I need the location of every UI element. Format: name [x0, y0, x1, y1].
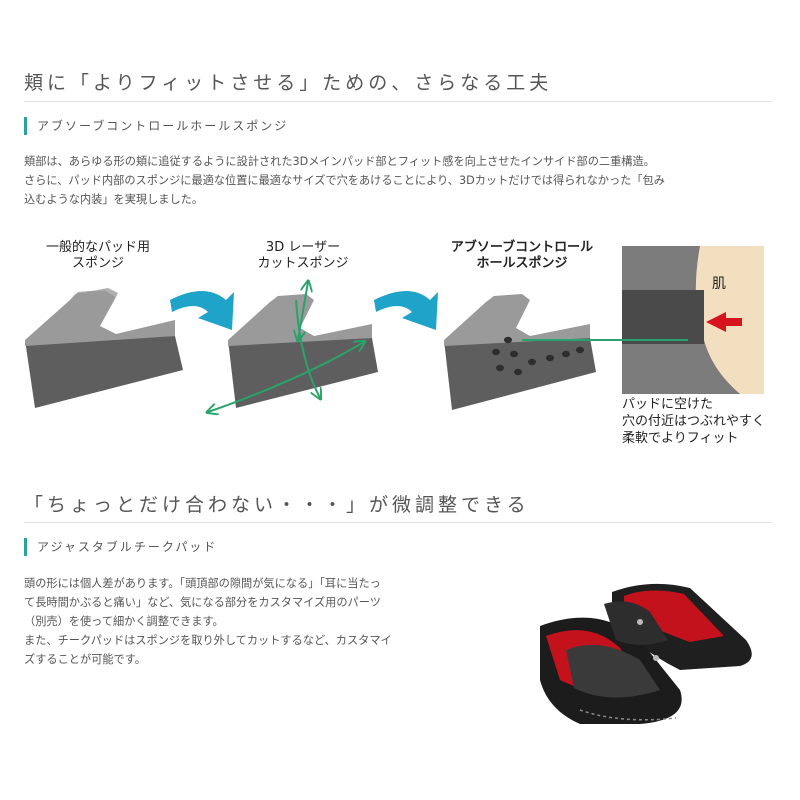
laser-cut-label: 3D レーザー カットスポンジ — [228, 240, 378, 272]
skin-label: 肌 — [712, 276, 726, 292]
note-line-1: パッドに空けた — [622, 397, 714, 412]
standard-sponge-label: 一般的なパッド用 スポンジ — [28, 240, 168, 272]
cheek-pad-product-image — [540, 583, 752, 724]
absorb-sponge-label: アブソーブコントロール ホールスポンジ — [432, 240, 612, 272]
section1-heading: 頬に「よりフィットさせる」ための、さらなる工夫 — [24, 72, 553, 94]
process-arrow-1-icon — [170, 291, 234, 330]
cross-section-illustration — [622, 246, 764, 394]
pressure-arrow-icon — [706, 312, 742, 332]
green-diagonal-arrow — [208, 342, 364, 412]
note-line-3: 柔軟でよりフィット — [622, 431, 739, 446]
section1-line-2: さらに、パッド内部のスポンジに最適な位置に最適なサイズで穴をあけることにより、3… — [24, 174, 665, 187]
cross-section-note: パッドに空けた 穴の付近はつぶれやすく 柔軟でよりフィット — [622, 396, 765, 447]
section2-line-1: 頭の形には個人差があります。「頭頂部の隙間が気になる」「耳に当たっ — [24, 577, 381, 590]
absorb-sponge-label-line-1: アブソーブコントロール — [450, 240, 594, 255]
section2-paragraph: 頭の形には個人差があります。「頭頂部の隙間が気になる」「耳に当たっ て長時間かぶ… — [24, 574, 392, 669]
section2-divider — [24, 522, 772, 523]
section2-subheading: アジャスタブルチークパッド — [24, 538, 217, 556]
standard-sponge-label-line-1: 一般的なパッド用 — [45, 240, 150, 255]
absorb-hole-sponge-illustration — [444, 294, 596, 410]
standard-sponge-label-line-2: スポンジ — [71, 256, 124, 271]
section2-line-2: て長時間かぶると痛い」など、気になる部分をカスタマイズ用のパーツ — [24, 596, 381, 609]
section2-heading: 「ちょっとだけ合わない・・・」が微調整できる — [24, 494, 530, 516]
process-arrow-2-icon — [374, 291, 438, 330]
absorb-sponge-label-line-2: ホールスポンジ — [476, 256, 568, 271]
section1-divider — [24, 101, 772, 102]
laser-cut-label-line-2: カットスポンジ — [257, 256, 349, 271]
section1-line-1: 頬部は、あらゆる形の頬に追従するように設計された3Dメインパッド部とフィット感を… — [24, 155, 655, 168]
section1-line-3: 込むような内装」を実現しました。 — [24, 193, 204, 206]
standard-sponge-illustration — [25, 288, 183, 408]
note-line-2: 穴の付近はつぶれやすく — [622, 414, 766, 429]
section2-line-3: （別売）を使って細かく調整できます。 — [24, 615, 224, 628]
section2-line-4: また、チークパッドはスポンジを取り外してカットするなど、カスタマイ — [24, 634, 392, 647]
laser-cut-label-line-1: 3D レーザー — [265, 240, 341, 255]
section2-line-5: ズすることが可能です。 — [24, 653, 146, 666]
section1-subheading: アブソーブコントロールホールスポンジ — [24, 117, 288, 135]
section1-paragraph: 頬部は、あらゆる形の頬に追従するように設計された3Dメインパッド部とフィット感を… — [24, 152, 665, 209]
